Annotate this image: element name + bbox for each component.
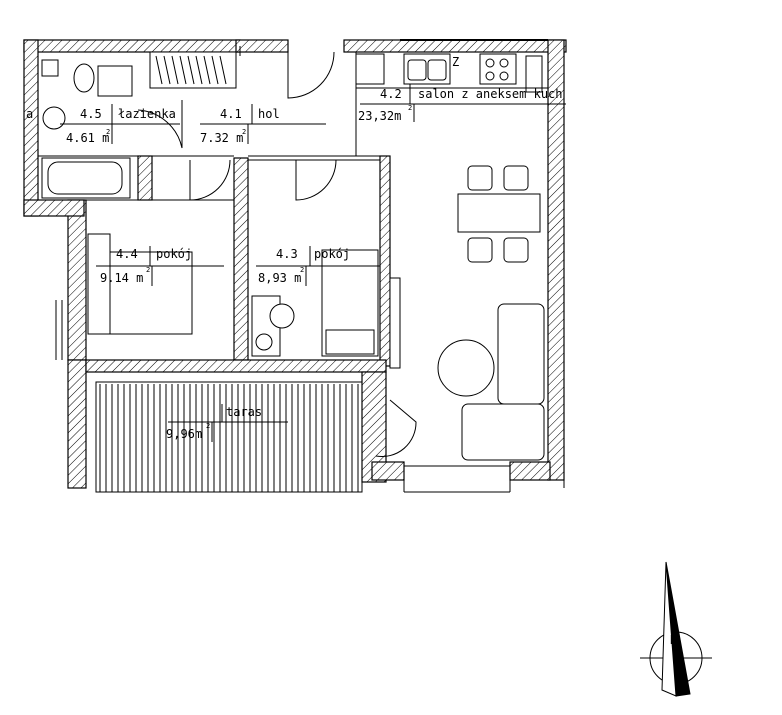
terrace-decking xyxy=(95,381,363,493)
living-furniture xyxy=(389,165,545,461)
room-labels: 4.5 łazienka 4.61 m 2 a 4.1 hol 7.32 m 2… xyxy=(26,55,566,442)
compass-letter: N xyxy=(670,633,677,647)
room-area: 9,96m xyxy=(166,427,202,441)
area-superscript: 2 xyxy=(106,128,110,136)
doors xyxy=(137,46,417,458)
room-area: 23,32m xyxy=(358,109,401,123)
bedroom-furniture xyxy=(87,233,379,357)
partial-label: a xyxy=(26,107,33,121)
room-name: hol xyxy=(258,107,280,121)
area-superscript: 2 xyxy=(242,128,246,136)
room-number: 4.4 xyxy=(116,247,138,261)
room-number: 4.1 xyxy=(220,107,242,121)
room-area: 4.61 m xyxy=(66,131,109,145)
area-superscript: 2 xyxy=(408,104,412,112)
area-superscript: 2 xyxy=(146,266,150,274)
kitchen-fixtures xyxy=(355,53,548,93)
room-area: 9.14 m xyxy=(100,271,143,285)
room-name: łazienka xyxy=(118,107,176,121)
appliance-label: Z xyxy=(452,55,459,69)
area-superscript: 2 xyxy=(206,422,210,430)
room-number: 4.5 xyxy=(80,107,102,121)
washer-pattern xyxy=(155,55,227,85)
room-number: 4.2 xyxy=(380,87,402,101)
room-area: 8,93 m xyxy=(258,271,301,285)
room-name: pokój xyxy=(156,247,192,261)
interior-lines xyxy=(38,39,565,493)
room-number: 4.3 xyxy=(276,247,298,261)
bathroom-fixtures xyxy=(41,51,237,199)
area-superscript: 2 xyxy=(300,266,304,274)
room-name: taras xyxy=(226,405,262,419)
compass: N xyxy=(640,561,712,697)
room-name: pokój xyxy=(314,247,350,261)
walls xyxy=(23,39,567,489)
room-area: 7.32 m xyxy=(200,131,243,145)
room-name: salon z aneksem kuch xyxy=(418,87,563,101)
